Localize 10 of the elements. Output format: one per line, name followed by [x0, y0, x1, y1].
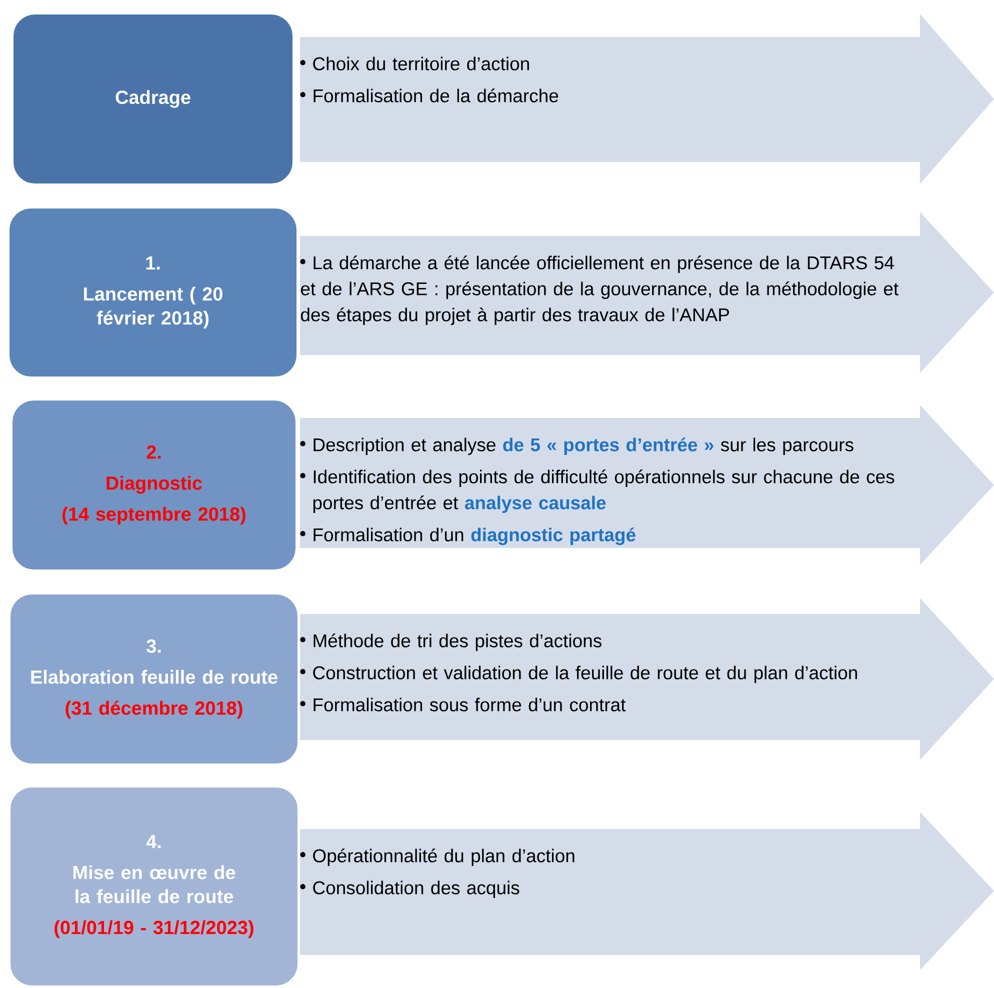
- arrow-band: La démarche a été lancée officiellement en présence de la DTARS 54 et de l’ARS GE : présentation de la gouvernance, de la méthodologie et des étapes du projet à partir des travaux de l’ANAP: [300, 212, 994, 373]
- stage-box: 3. Elaboration feuille de route (31 décembre 2018): [10, 593, 298, 764]
- arrow-band: Choix du territoire d’action Formalisation de la démarche: [300, 14, 994, 184]
- arrow-band: Méthode de tri des pistes d’actions Construction et validation de la feuille de route et du plan d’action Formalisation sous forme d’un contrat: [300, 598, 994, 760]
- arrow-band: Description et analyse de 5 « portes d’entrée » sur les parcours Identification des points de difficulté opérationnels sur chacune de ces portes d’entrée et analyse causale Formalisation d’un diagnostic partagé: [300, 404, 994, 565]
- stage-box: 4. Mise en œuvre de la feuille de route (01/01/19 - 31/12/2023): [10, 786, 298, 986]
- stage-box: 2. Diagnostic (14 septembre 2018): [12, 400, 296, 570]
- stage-box: 1. Lancement ( 20 février 2018): [8, 208, 298, 378]
- arrow-band: Opérationnalité du plan d’action Consolidation des acquis: [300, 812, 994, 970]
- stage-box: Cadrage: [12, 14, 294, 184]
